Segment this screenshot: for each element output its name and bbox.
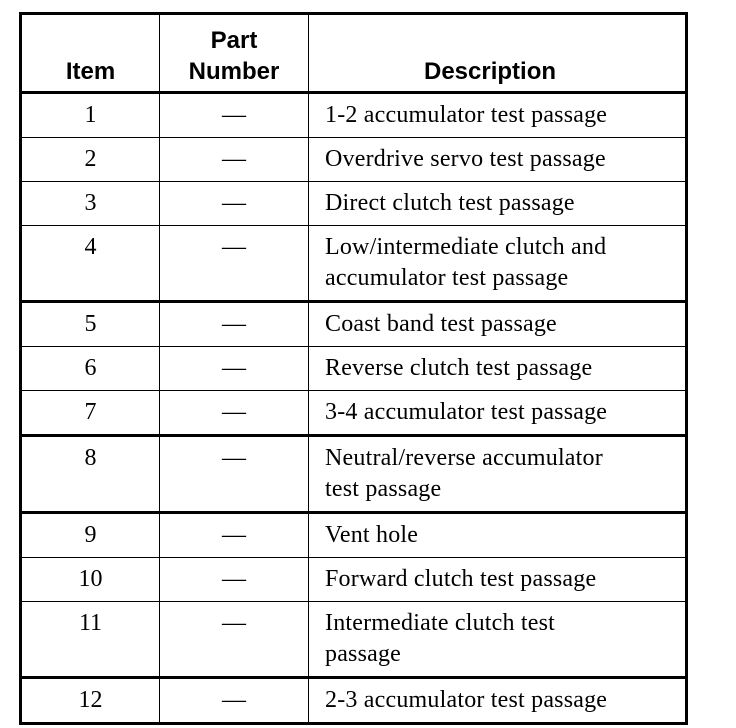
cell-item: 12 bbox=[20, 677, 160, 724]
cell-part-number: — bbox=[159, 137, 309, 182]
cell-description: Neutral/reverse accumulator test passage bbox=[308, 435, 687, 514]
cell-description: 3-4 accumulator test passage bbox=[308, 390, 687, 437]
cell-description: Vent hole bbox=[308, 512, 687, 558]
table-row: 11— Intermediate clutch test passage bbox=[20, 601, 687, 679]
cell-part-number: — bbox=[159, 390, 309, 437]
cell-item: 7 bbox=[20, 390, 160, 437]
cell-part-number: — bbox=[159, 435, 309, 514]
cell-item: 1 bbox=[20, 92, 160, 138]
cell-item: 3 bbox=[20, 181, 160, 226]
cell-item: 4 bbox=[20, 225, 160, 303]
cell-part-number: — bbox=[159, 92, 309, 138]
table-row: 5— Coast band test passage bbox=[20, 301, 687, 347]
description-line: Forward clutch test passage bbox=[325, 566, 597, 592]
description-line: 1-2 accumulator test passage bbox=[325, 102, 608, 128]
header-description: Description bbox=[308, 13, 687, 94]
cell-description: 1-2 accumulator test passage bbox=[308, 92, 687, 138]
cell-part-number: — bbox=[159, 181, 309, 226]
cell-part-number: — bbox=[159, 557, 309, 602]
cell-item: 8 bbox=[20, 435, 160, 514]
table-row: 9— Vent hole bbox=[20, 512, 687, 558]
table-row: 6— Reverse clutch test passage bbox=[20, 346, 687, 391]
description-line: 3-4 accumulator test passage bbox=[325, 399, 608, 425]
cell-part-number: — bbox=[159, 512, 309, 558]
header-part-line1: Part bbox=[210, 27, 258, 54]
table-row: 1— 1-2 accumulator test passage bbox=[20, 92, 687, 138]
cell-item: 5 bbox=[20, 301, 160, 347]
table-row: 7— 3-4 accumulator test passage bbox=[20, 390, 687, 437]
table-row: 8— Neutral/reverse accumulator test passag… bbox=[20, 435, 687, 514]
cell-part-number: — bbox=[159, 301, 309, 347]
cell-part-number: — bbox=[159, 677, 309, 724]
description-line: Neutral/reverse accumulator bbox=[325, 445, 603, 471]
cell-part-number: — bbox=[159, 225, 309, 303]
cell-description: Low/intermediate clutch and accumulator t… bbox=[308, 225, 687, 303]
cell-item: 11 bbox=[20, 601, 160, 679]
table-row: 12— 2-3 accumulator test passage bbox=[20, 677, 687, 724]
table-row: 3— Direct clutch test passage bbox=[20, 181, 687, 226]
cell-description: Coast band test passage bbox=[308, 301, 687, 347]
description-line: Coast band test passage bbox=[325, 311, 557, 337]
description-line: Direct clutch test passage bbox=[325, 190, 575, 216]
cell-description: Forward clutch test passage bbox=[308, 557, 687, 602]
description-line: passage bbox=[325, 641, 402, 667]
description-line: test passage bbox=[325, 476, 442, 502]
cell-description: Overdrive servo test passage bbox=[308, 137, 687, 182]
header-item: Item bbox=[20, 13, 160, 94]
description-line: 2-3 accumulator test passage bbox=[325, 687, 608, 713]
cell-part-number: — bbox=[159, 601, 309, 679]
description-line: Low/intermediate clutch and bbox=[325, 234, 607, 260]
cell-item: 9 bbox=[20, 512, 160, 558]
cell-item: 6 bbox=[20, 346, 160, 391]
table-row: 4— Low/intermediate clutch and accumulator… bbox=[20, 225, 687, 303]
description-line: accumulator test passage bbox=[325, 265, 569, 291]
header-part-line2: Number bbox=[188, 58, 280, 85]
cell-description: 2-3 accumulator test passage bbox=[308, 677, 687, 724]
description-line: Vent hole bbox=[325, 522, 419, 548]
description-line: Reverse clutch test passage bbox=[325, 355, 593, 381]
description-line: Overdrive servo test passage bbox=[325, 146, 606, 172]
header-part-number: Part Number bbox=[159, 13, 309, 94]
header-row: Item Part Number Description bbox=[20, 13, 687, 94]
cell-description: Reverse clutch test passage bbox=[308, 346, 687, 391]
table-row: 10— Forward clutch test passage bbox=[20, 557, 687, 602]
cell-description: Direct clutch test passage bbox=[308, 181, 687, 226]
table-row: 2— Overdrive servo test passage bbox=[20, 137, 687, 182]
cell-item: 2 bbox=[20, 137, 160, 182]
cell-part-number: — bbox=[159, 346, 309, 391]
cell-description: Intermediate clutch test passage bbox=[308, 601, 687, 679]
parts-table: Item Part Number Description 1—1-2 accum… bbox=[19, 12, 688, 725]
description-line: Intermediate clutch test bbox=[325, 610, 556, 636]
cell-item: 10 bbox=[20, 557, 160, 602]
